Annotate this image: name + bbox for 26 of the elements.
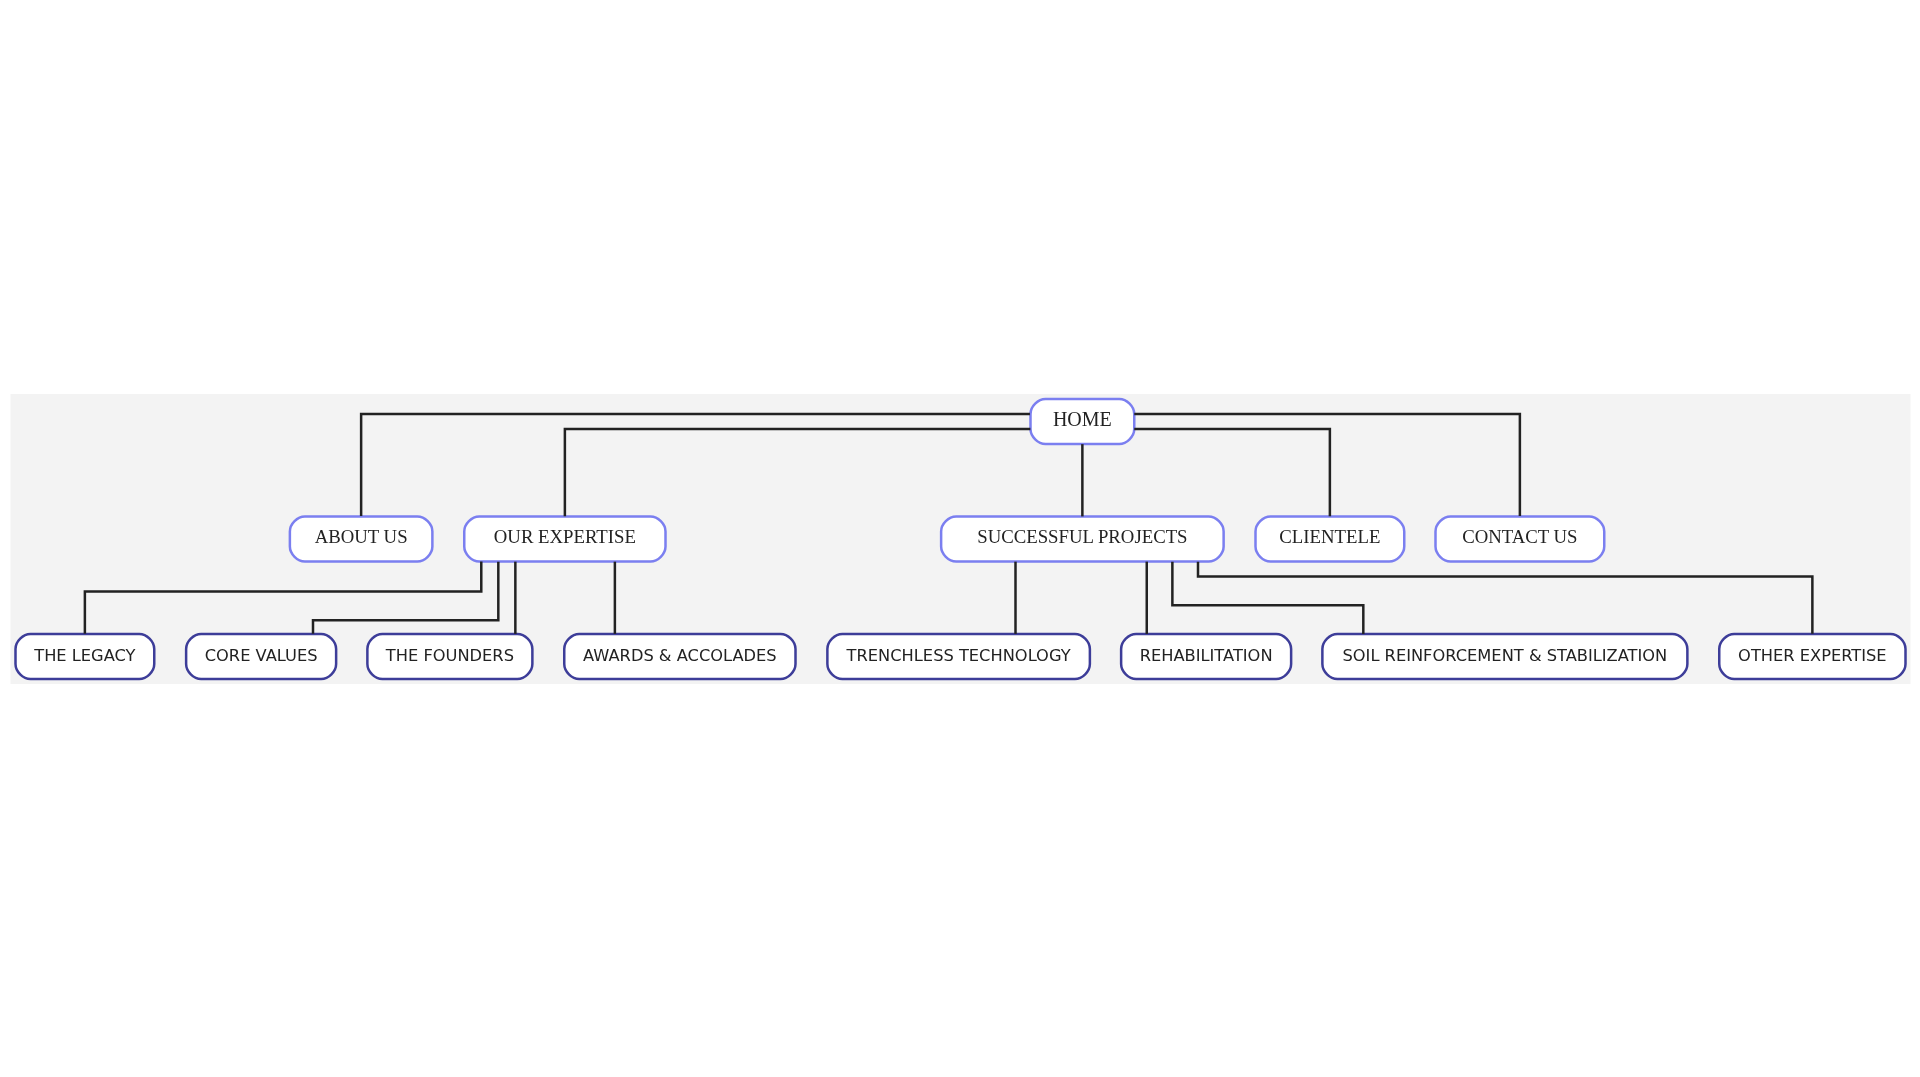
- node-box: OTHER EXPERTISE: [1717, 632, 1907, 680]
- connector: [359, 412, 1030, 516]
- connector: [613, 561, 616, 634]
- node-box: HOME: [1028, 397, 1135, 445]
- connector: [1196, 561, 1814, 634]
- node-box: CONTACT US: [1433, 514, 1605, 563]
- connector: [513, 561, 517, 634]
- node-box: SUCCESSFUL PROJECTS: [939, 514, 1225, 563]
- node-box: OUR EXPERTISE: [462, 514, 667, 563]
- node-box: AWARDS & ACCOLADES: [562, 632, 797, 680]
- connector: [311, 561, 500, 634]
- node-box: THE LEGACY: [13, 632, 155, 680]
- connector: [1080, 443, 1084, 516]
- node-box: SOIL REINFORCEMENT & STABILIZATION: [1320, 632, 1689, 680]
- connector: [1133, 427, 1331, 516]
- connector: [1145, 561, 1148, 634]
- node-box: REHABILITATION: [1119, 632, 1292, 680]
- connector: [1013, 561, 1017, 634]
- node-box: CORE VALUES: [184, 632, 337, 680]
- connector: [1133, 412, 1521, 516]
- connector: [83, 561, 483, 634]
- node-box: THE FOUNDERS: [365, 632, 534, 680]
- node-box: CLIENTELE: [1253, 514, 1405, 563]
- connector: [563, 427, 1030, 516]
- node-box: TRENCHLESS TECHNOLOGY: [825, 632, 1091, 680]
- node-box: ABOUT US: [288, 514, 434, 563]
